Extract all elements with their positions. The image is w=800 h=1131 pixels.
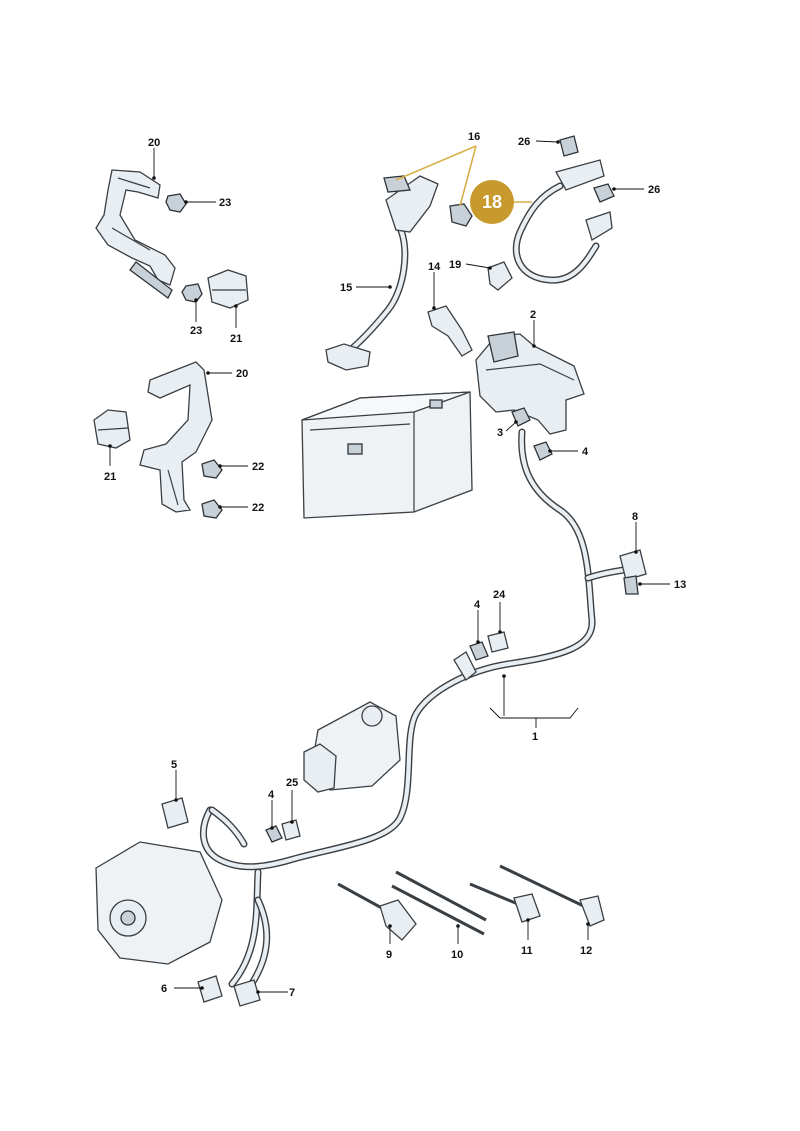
label-26-lower: 26 — [648, 184, 660, 196]
label-26-upper: 26 — [518, 136, 530, 148]
nut-4-upper — [533, 441, 553, 461]
label-12: 12 — [580, 945, 592, 957]
label-24: 24 — [493, 589, 506, 601]
nut-16 — [449, 203, 473, 227]
label-23-lower: 23 — [190, 325, 202, 337]
label-22-upper: 22 — [252, 461, 264, 473]
clip-21a — [207, 269, 249, 309]
connector-7 — [233, 979, 261, 1007]
connector-5 — [161, 797, 189, 829]
label-14: 14 — [428, 261, 441, 273]
terminal-14 — [427, 305, 473, 357]
label-3: 3 — [497, 427, 503, 439]
cable-1 — [199, 428, 628, 996]
part-18-label: 18 — [482, 192, 502, 212]
label-16: 16 — [468, 131, 480, 143]
bracket-2 — [475, 331, 585, 435]
alternator — [95, 841, 223, 965]
tie-12 — [499, 864, 605, 927]
bush-24 — [487, 631, 509, 653]
nut-22a — [201, 459, 223, 479]
clip-13 — [623, 575, 639, 595]
tie-10 — [391, 870, 487, 936]
cable-15 — [325, 175, 439, 371]
label-9: 9 — [386, 949, 392, 961]
nut-23a — [165, 193, 187, 213]
label-23-upper: 23 — [219, 197, 231, 209]
label-22-lower: 22 — [252, 502, 264, 514]
cable-18 — [512, 159, 613, 284]
nut-4-lower — [265, 825, 283, 843]
label-21-upper: 21 — [230, 333, 242, 345]
nut-26b — [593, 183, 615, 203]
label-11: 11 — [521, 945, 533, 957]
label-5: 5 — [171, 759, 177, 771]
label-20-lower: 20 — [236, 368, 248, 380]
nut-26a — [559, 135, 579, 157]
clip-19 — [487, 261, 513, 291]
part-18-badge[interactable]: 18 — [470, 180, 514, 224]
connector-6 — [197, 975, 223, 1003]
label-20-upper: 20 — [148, 137, 160, 149]
label-19: 19 — [449, 259, 461, 271]
label-1: 1 — [532, 731, 538, 743]
tie-9 — [337, 882, 417, 941]
nut-22b — [201, 499, 223, 519]
label-4-mid: 4 — [474, 599, 481, 611]
starter-motor — [303, 701, 401, 793]
label-10: 10 — [451, 949, 463, 961]
clip-21b — [93, 409, 131, 449]
label-7: 7 — [289, 987, 295, 999]
label-4-lower: 4 — [268, 789, 275, 801]
label-4-upper: 4 — [582, 446, 589, 458]
nut-23b — [181, 283, 203, 303]
label-15: 15 — [340, 282, 352, 294]
label-8: 8 — [632, 511, 638, 523]
tie-11 — [469, 882, 541, 923]
label-2: 2 — [530, 309, 536, 321]
label-6: 6 — [161, 983, 167, 995]
label-25: 25 — [286, 777, 298, 789]
battery — [301, 391, 473, 519]
part-18-circle[interactable] — [470, 180, 514, 224]
label-13: 13 — [674, 579, 686, 591]
bracket-upper — [95, 169, 176, 299]
connector-8 — [619, 549, 647, 581]
nut-4-mid — [469, 641, 489, 661]
bracket-lower — [139, 361, 213, 513]
label-21-lower: 21 — [104, 471, 116, 483]
